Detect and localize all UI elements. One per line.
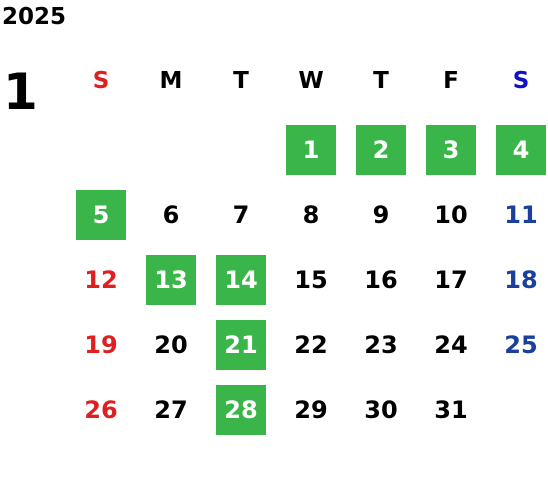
day-cell[interactable]: 5 <box>76 190 126 240</box>
year-label: 2025 <box>2 4 67 30</box>
day-cell[interactable]: 16 <box>364 266 398 294</box>
weekday-label: M <box>159 68 183 94</box>
day-cell[interactable]: 30 <box>364 396 398 424</box>
day-cell[interactable]: 22 <box>294 331 328 359</box>
day-cell[interactable]: 25 <box>504 331 538 359</box>
weekday-label: T <box>373 68 389 94</box>
day-cell[interactable]: 15 <box>294 266 328 294</box>
day-cell[interactable]: 17 <box>434 266 468 294</box>
day-cell[interactable]: 6 <box>162 201 180 229</box>
day-cell[interactable]: 19 <box>84 331 118 359</box>
weekday-label: S <box>512 68 530 94</box>
month-number: 1 <box>3 63 38 121</box>
day-cell[interactable]: 13 <box>146 255 196 305</box>
day-cell[interactable]: 8 <box>302 201 320 229</box>
day-cell[interactable]: 3 <box>426 125 476 175</box>
day-cell[interactable]: 28 <box>216 385 266 435</box>
day-cell[interactable]: 12 <box>84 266 118 294</box>
weekday-label: S <box>92 68 110 94</box>
weekday-label: T <box>233 68 249 94</box>
day-cell[interactable]: 18 <box>504 266 538 294</box>
day-cell[interactable]: 31 <box>434 396 468 424</box>
day-cell[interactable]: 10 <box>434 201 468 229</box>
day-cell[interactable]: 29 <box>294 396 328 424</box>
day-cell[interactable]: 24 <box>434 331 468 359</box>
day-cell[interactable]: 20 <box>154 331 188 359</box>
day-cell[interactable]: 4 <box>496 125 546 175</box>
day-cell[interactable]: 2 <box>356 125 406 175</box>
day-cell[interactable]: 23 <box>364 331 398 359</box>
day-cell[interactable]: 14 <box>216 255 266 305</box>
day-cell[interactable]: 21 <box>216 320 266 370</box>
day-cell[interactable]: 9 <box>372 201 390 229</box>
day-cell[interactable]: 27 <box>154 396 188 424</box>
day-cell[interactable]: 11 <box>504 201 538 229</box>
day-cell[interactable]: 26 <box>84 396 118 424</box>
day-cell[interactable]: 7 <box>232 201 250 229</box>
day-cell[interactable]: 1 <box>286 125 336 175</box>
weekday-label: W <box>298 68 324 94</box>
weekday-label: F <box>443 68 459 94</box>
